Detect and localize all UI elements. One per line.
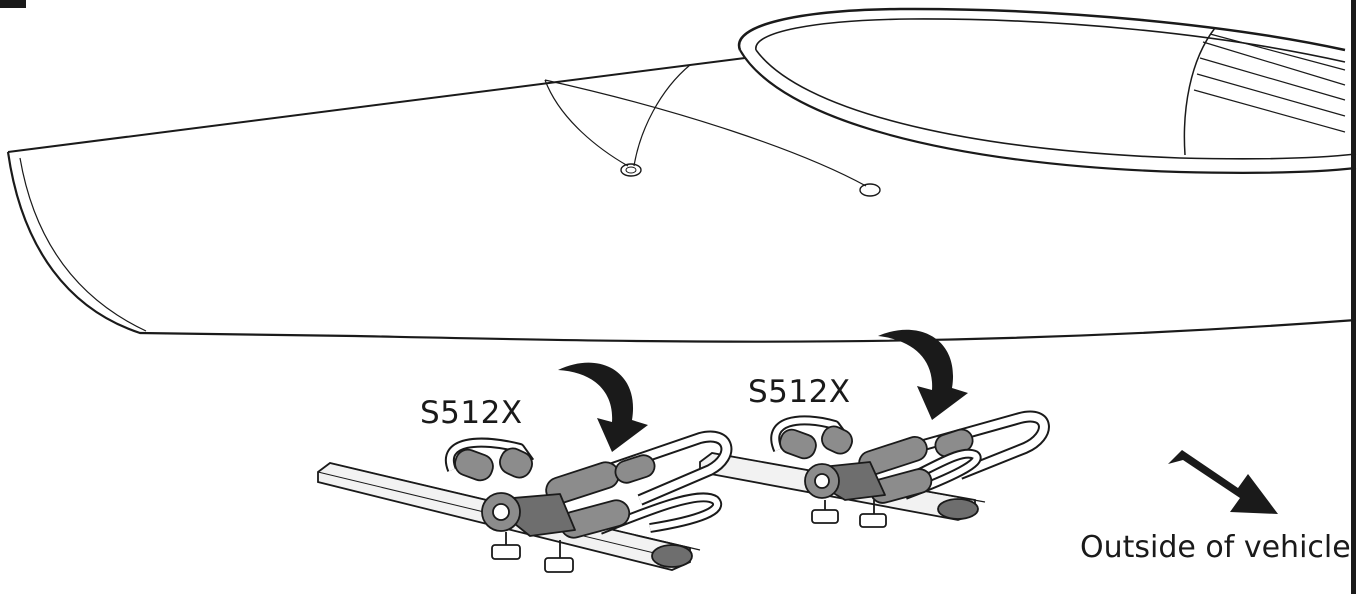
direction-label: Outside of vehicle — [1080, 530, 1351, 565]
carrier-label-left: S512X — [420, 395, 523, 431]
page-border-right — [1351, 0, 1356, 594]
kayak-carrier-left — [444, 430, 733, 573]
carrier-label-right: S512X — [748, 374, 851, 410]
corner-mark-left — [0, 0, 26, 8]
kayak — [6, 7, 1357, 343]
kayak-carrier-right — [770, 410, 1050, 528]
direction-arrow — [1168, 450, 1278, 514]
rotation-arrow-left — [558, 362, 648, 452]
rotation-arrow-right — [878, 329, 968, 420]
